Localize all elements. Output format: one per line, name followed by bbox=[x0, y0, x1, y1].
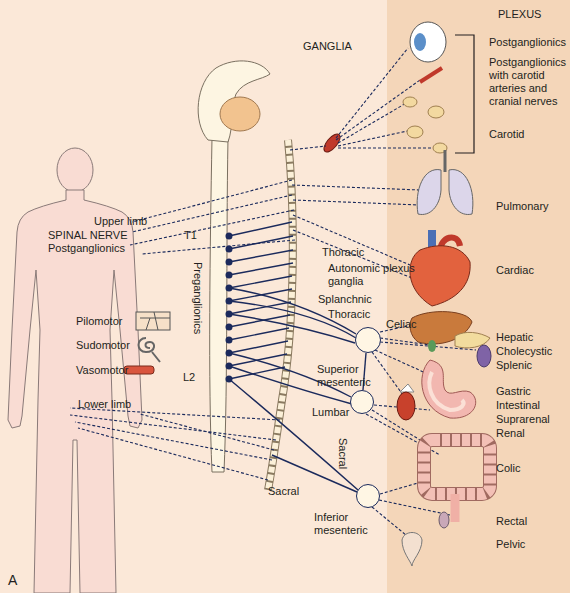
text-label: GANGLIA bbox=[303, 40, 352, 53]
text-label: Carotid bbox=[489, 128, 524, 141]
text-label: Sudomotor bbox=[76, 339, 130, 352]
abdominal-organs bbox=[397, 312, 491, 566]
text-label: Rectal bbox=[496, 515, 527, 528]
text-label: Splenic bbox=[496, 359, 532, 372]
text-label: Cholecystic bbox=[496, 345, 552, 358]
ganglion-name: Superior mesenteric bbox=[317, 363, 381, 389]
human-figure bbox=[8, 148, 142, 593]
text-label: L2 bbox=[183, 371, 195, 384]
text-label: Thoracic bbox=[328, 308, 370, 321]
text-label: Colic bbox=[496, 462, 520, 475]
effector-icons bbox=[124, 312, 170, 374]
text-label: Postganglionics with carotid arteries an… bbox=[489, 56, 567, 108]
text-label: PLEXUS bbox=[498, 8, 541, 21]
text-label: Preganglionics bbox=[191, 262, 204, 334]
text-label: Cardiac bbox=[496, 264, 534, 277]
text-label: Thoracic bbox=[322, 246, 364, 259]
text-label: Pilomotor bbox=[76, 315, 122, 328]
ganglion-circle: Inferior mesenteric bbox=[356, 484, 380, 508]
lungs bbox=[417, 150, 473, 214]
text-label: Vasomotor bbox=[76, 364, 128, 377]
ganglion-name: Inferior mesenteric bbox=[314, 511, 378, 537]
text-label: Sacral bbox=[268, 485, 299, 498]
ganglion-circle: Superior mesenteric bbox=[350, 390, 374, 414]
text-label: Sacral bbox=[336, 438, 349, 469]
text-label: Lower limb bbox=[78, 398, 131, 411]
text-label: A bbox=[8, 572, 17, 588]
text-label: SPINAL NERVE Postganglionics bbox=[48, 229, 140, 255]
text-label: Gastric bbox=[496, 385, 531, 398]
text-label: Postganglionics bbox=[489, 36, 566, 49]
text-label: T1 bbox=[184, 229, 197, 242]
text-label: Pelvic bbox=[496, 538, 525, 551]
postganglionic-fibers bbox=[70, 48, 476, 540]
text-label: Pulmonary bbox=[496, 200, 549, 213]
text-label: Autonomic plexus ganglia bbox=[328, 262, 428, 288]
heart bbox=[410, 230, 470, 306]
text-label: Intestinal bbox=[496, 399, 540, 412]
plexus-panel bbox=[387, 0, 570, 593]
text-label: Splanchnic bbox=[318, 293, 372, 306]
text-label: Lumbar bbox=[312, 406, 349, 419]
text-label: Hepatic bbox=[496, 331, 533, 344]
preganglionic-neurons bbox=[226, 233, 233, 383]
eye-glands bbox=[403, 22, 447, 153]
brain-cord bbox=[198, 61, 270, 472]
ganglion-name: Celiac bbox=[386, 318, 417, 331]
cervical-ganglion bbox=[321, 131, 343, 154]
text-label: Suprarenal bbox=[496, 413, 550, 426]
text-label: Renal bbox=[496, 427, 525, 440]
text-label: Upper limb bbox=[94, 215, 147, 228]
ganglion-circle: Celiac bbox=[355, 327, 381, 353]
bracket bbox=[455, 35, 474, 153]
